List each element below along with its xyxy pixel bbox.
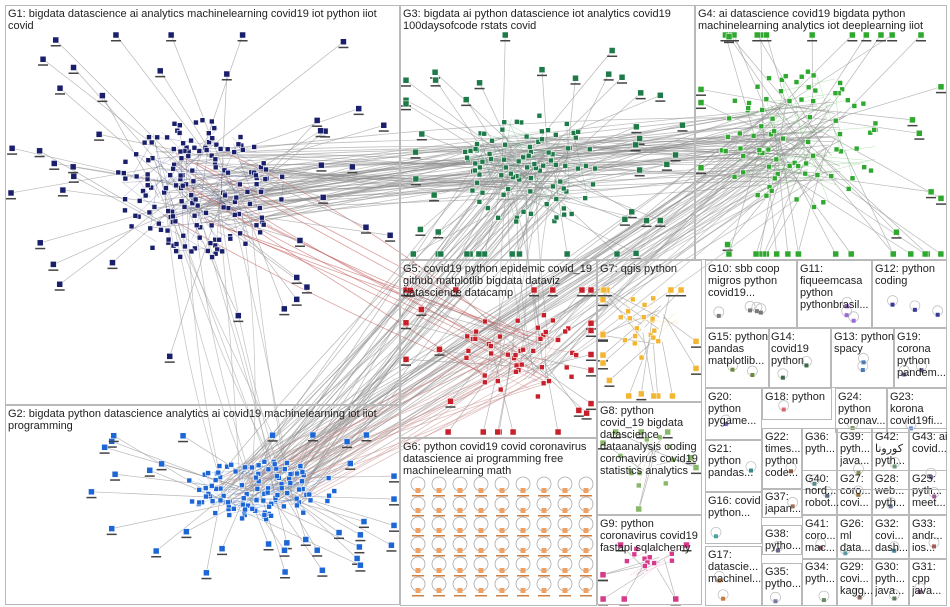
group-box-g2 <box>5 405 400 605</box>
group-label-g19: G19: corona python pandem... <box>897 331 949 379</box>
group-label-g26: G26: ml data... <box>840 518 875 554</box>
group-label-g2: G2: bigdata python datascience analytics… <box>8 408 398 432</box>
group-label-g18: G18: python <box>765 391 833 403</box>
group-label-g6: G6: python covid19 covid coronavirus dat… <box>403 441 597 477</box>
group-label-g4: G4: ai datascience covid19 bigdata pytho… <box>698 8 943 32</box>
group-label-g17: G17: datascie... machinel... <box>708 549 764 585</box>
group-label-g20: G20: python pygame... <box>708 391 764 427</box>
group-label-g12: G12: python coding <box>875 263 948 287</box>
group-label-g22: G22: times... python code... <box>765 431 805 479</box>
group-label-g23: G23: korona covid19fi... <box>890 391 948 427</box>
group-label-g30: G30: pyth... java... <box>875 561 912 597</box>
group-label-g7: G7: qgis python <box>600 263 700 275</box>
group-label-g14: G14: covid19 python <box>771 331 833 367</box>
group-label-g36: G36: pyth... <box>805 431 840 455</box>
group-label-g21: G21: python pandas... <box>708 443 764 479</box>
group-label-g42: G42: كورونا pyth... <box>875 431 912 467</box>
group-label-g33: G33: andr... ios... <box>912 518 950 554</box>
group-box-g4 <box>695 5 947 260</box>
group-box-g1 <box>5 5 400 405</box>
group-box-g3 <box>400 5 695 260</box>
group-label-g10: G10: sbb coop migros python covid19... <box>708 263 798 299</box>
group-label-g16: G16: covid python... <box>708 495 764 519</box>
group-label-g32: G32: covi... dash... <box>875 518 912 554</box>
group-label-g29: G29: covi... kagg... <box>840 561 875 597</box>
group-label-g1: G1: bigdata datascience ai analytics mac… <box>8 8 398 32</box>
group-label-g24: G24: python coronav... <box>838 391 890 427</box>
group-label-g35: G35: pytho... <box>765 566 805 590</box>
group-label-g9: G9: python coronavirus covid19 fastapi s… <box>600 518 700 554</box>
group-label-g3: G3: bigdata ai python datascience iot an… <box>403 8 693 32</box>
group-label-g34: G34: pyth... <box>805 561 840 585</box>
group-label-g11: G11: fiqueemcasa python pythonbrasil... <box>800 263 873 311</box>
group-label-g5: G5: covid19 python epidemic covid_19 git… <box>403 263 597 299</box>
group-label-g40: G40: nord... robot... <box>805 473 840 509</box>
group-label-g38: G38: pytho... <box>765 528 805 552</box>
group-label-g31: G31: cpp java... <box>912 561 950 597</box>
group-label-g39: G39: pyth... java... <box>840 431 875 467</box>
group-label-g41: G41: coro... mac... <box>805 518 840 554</box>
group-label-g43: G43: ai covid... <box>912 431 950 455</box>
group-label-g15: G15: python pandas matplotlib... <box>708 331 770 367</box>
group-label-g8: G8: python covid_19 bigdata datascience … <box>600 405 700 477</box>
group-box-g7 <box>597 260 702 402</box>
group-label-g13: G13: python spacy <box>834 331 894 355</box>
group-label-g37: G37: japan... <box>765 491 805 515</box>
